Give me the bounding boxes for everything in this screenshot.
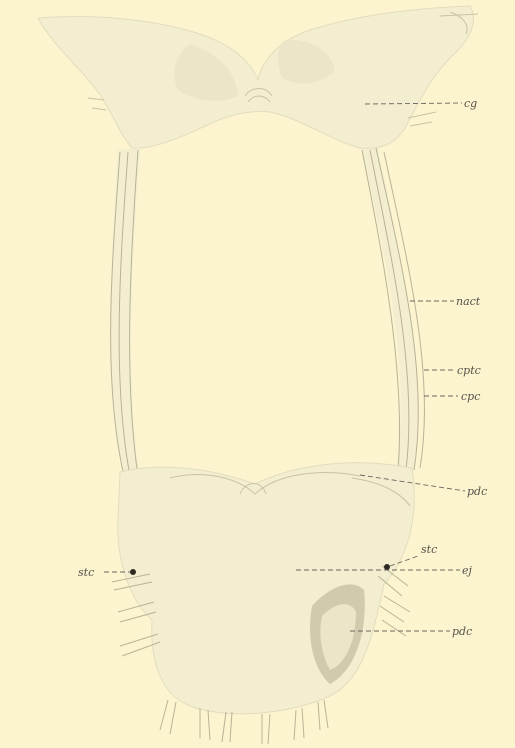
label-cpc: cpc: [461, 390, 480, 403]
label-pdc-lower: pdc: [452, 625, 472, 638]
statocyst-right: [384, 564, 390, 570]
label-cptc: cptc: [457, 364, 481, 377]
label-ej: ej: [462, 564, 473, 577]
label-nact: nact: [456, 295, 481, 308]
label-stc-right: stc: [421, 543, 437, 556]
statocyst-left: [130, 569, 136, 575]
label-cg: cg: [464, 97, 477, 110]
label-stc-left: stc: [78, 566, 94, 579]
label-pdc-upper: pdc: [467, 485, 487, 498]
